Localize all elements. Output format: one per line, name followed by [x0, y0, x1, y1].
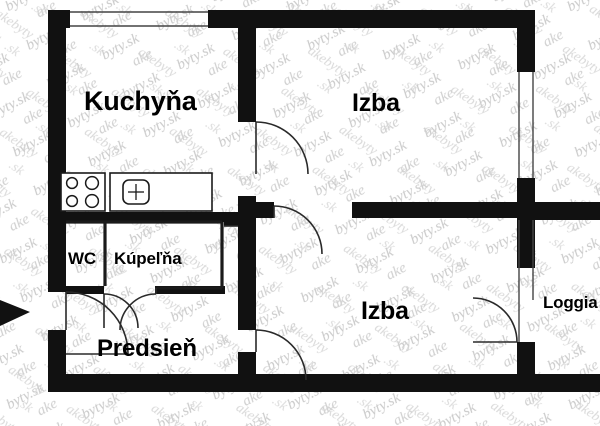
wall-hall-jamb [224, 212, 238, 226]
wall-top-right [250, 10, 535, 28]
door-arc-kitchen [255, 121, 309, 175]
wall-loggia-top [535, 202, 600, 220]
door-arc-entrance [65, 291, 129, 355]
wall-center-upper [238, 10, 256, 122]
wall-bottom-right [238, 374, 535, 392]
door-arc-loggia [472, 297, 518, 343]
entrance-arrow [0, 300, 30, 326]
wall-center-bottom [238, 352, 256, 392]
wall-center-lower [238, 230, 256, 330]
wall-bottom-loggia [535, 374, 600, 392]
wall-izba-divider-right [352, 202, 535, 218]
wall-loggia-lower [517, 342, 535, 392]
interior-partitions [66, 220, 224, 290]
door-arc-izba-top [273, 205, 323, 255]
kitchen-fixtures [60, 172, 213, 212]
door-symbols [65, 121, 518, 381]
wall-right-upper [517, 10, 535, 72]
stove-outline [60, 172, 106, 212]
wall-bottom-left [48, 374, 238, 392]
door-arc-izba-bottom [255, 329, 307, 381]
counter-outline [109, 172, 213, 212]
wall-izba-divider-left [238, 202, 274, 218]
wall-left-mid [48, 220, 66, 292]
entrance-arrow-tail [0, 307, 14, 319]
